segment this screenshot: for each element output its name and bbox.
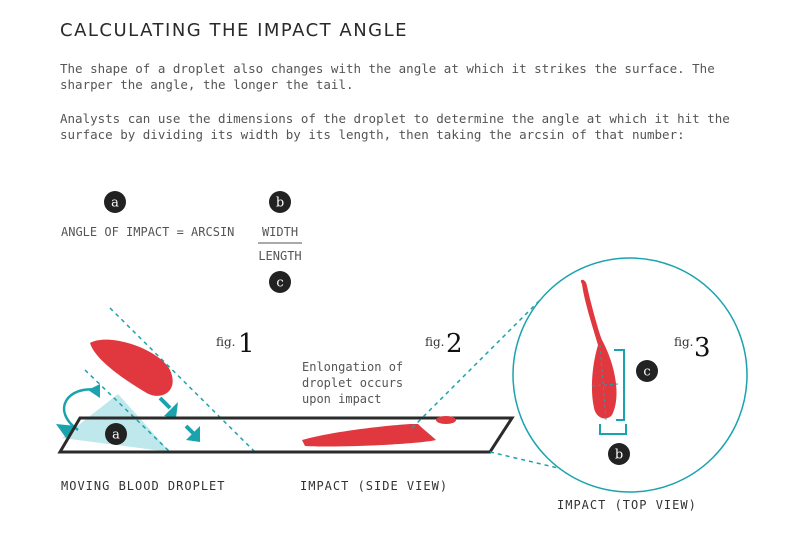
marker-a-formula: [104, 191, 126, 213]
motion-arrow-2-icon: [184, 424, 200, 442]
fig-1-label: fig.: [216, 335, 236, 349]
marker-c-length-label: c: [643, 365, 650, 380]
motion-arrow-icon: [158, 396, 178, 418]
figure-2: fig. 2 Enlongation of droplet occurs upo…: [302, 329, 463, 447]
marker-b-width: [608, 443, 630, 465]
fig-1-number: 1: [238, 329, 255, 359]
angle-arrowhead-bottom-icon: [56, 424, 76, 438]
figure-3: c b fig. 3: [512, 257, 748, 493]
satellite-drop: [436, 416, 456, 424]
formula-denominator: LENGTH: [258, 249, 301, 263]
marker-b-formula: [269, 191, 291, 213]
annotation-line-3: upon impact: [302, 392, 381, 406]
marker-a-angle: [105, 423, 127, 445]
magnifier-circle: [512, 257, 748, 493]
length-bracket: [614, 349, 625, 421]
top-view-blood-drop: [580, 279, 617, 419]
width-axis: [591, 383, 619, 387]
fig-2-label: fig.: [425, 335, 445, 349]
caption-moving-droplet: MOVING BLOOD DROPLET: [61, 479, 226, 493]
formula-numerator: WIDTH: [262, 225, 298, 239]
page-title: CALCULATING THE IMPACT ANGLE: [60, 20, 409, 41]
caption-top-view: IMPACT (TOP VIEW): [557, 498, 697, 512]
trajectory-line-upper: [109, 307, 256, 453]
moving-blood-droplet: [90, 339, 173, 396]
annotation-line-2: droplet occurs: [302, 376, 403, 390]
angle-arrowhead-top-icon: [88, 384, 100, 398]
formula-lhs: ANGLE OF IMPACT = ARCSIN: [61, 225, 234, 239]
caption-side-view: IMPACT (SIDE VIEW): [300, 479, 448, 493]
length-axis: [599, 344, 607, 421]
fig-3-number: 3: [694, 333, 711, 363]
marker-c-formula-label: c: [276, 276, 283, 291]
figure-1: a fig. 1: [56, 307, 256, 453]
fig-3-label: fig.: [674, 335, 694, 349]
formula: a b ANGLE OF IMPACT = ARCSIN WIDTH LENGT…: [61, 191, 302, 293]
marker-c-formula: [269, 271, 291, 293]
zoom-line-lower: [489, 451, 593, 477]
fig-2-number: 2: [446, 329, 463, 359]
marker-a-formula-label: a: [111, 196, 119, 211]
marker-b-width-label: b: [615, 448, 623, 463]
marker-a-angle-label: a: [112, 428, 120, 443]
width-bracket: [599, 424, 627, 435]
intro-paragraph: The shape of a droplet also changes with…: [60, 61, 715, 92]
marker-b-formula-label: b: [276, 196, 284, 211]
zoom-line-upper: [411, 299, 541, 429]
side-view-blood-stain: [302, 424, 436, 447]
method-paragraph: Analysts can use the dimensions of the d…: [60, 111, 730, 142]
marker-c-length: [636, 360, 658, 382]
trajectory-line-lower: [84, 369, 171, 453]
annotation-line-1: Enlongation of: [302, 360, 403, 374]
